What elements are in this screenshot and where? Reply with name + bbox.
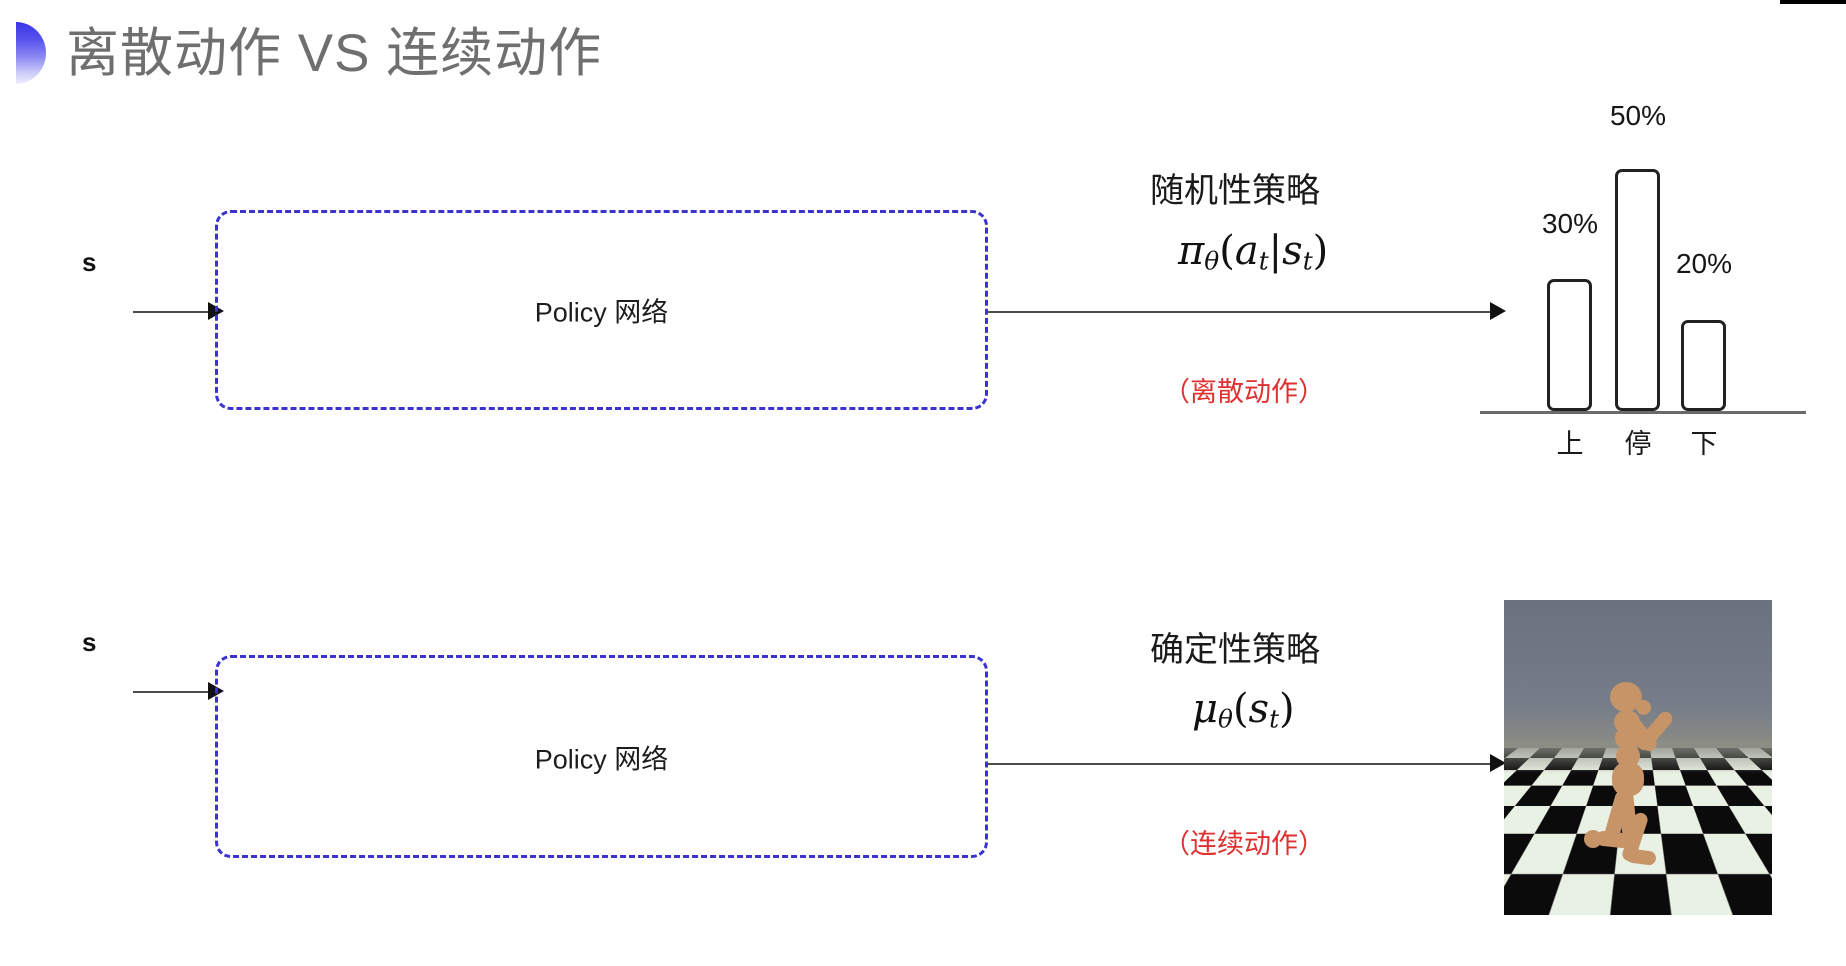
formula-close-paren-2: ) (1279, 686, 1295, 732)
title-accent-shape (16, 22, 46, 84)
policy-network-box-row1[interactable]: Policy 网络 (215, 210, 988, 410)
humanoid-foot-front (1625, 847, 1657, 867)
formula-subscript-theta: θ (1204, 246, 1220, 276)
formula-open-paren-2: ( (1232, 686, 1249, 732)
state-label-row1: s (82, 247, 97, 277)
policy-network-box-row2[interactable]: Policy 网络 (215, 655, 988, 858)
bar-value-down: 20% (1675, 248, 1733, 279)
formula-symbol-mu: μ (1192, 686, 1218, 732)
state-label-row2: s (82, 627, 97, 657)
formula-open-paren: ( (1219, 228, 1235, 274)
humanoid-foot-rear (1584, 830, 1602, 848)
bar-up (1547, 279, 1592, 411)
bar-category-up: 上 (1556, 429, 1584, 459)
stochastic-policy-formula: πθ(at|st) (1178, 228, 1328, 275)
chart-baseline-axis (1480, 411, 1806, 414)
output-arrow-line-row2 (988, 763, 1498, 765)
humanoid-fist (1636, 700, 1651, 715)
formula-arg-state: s (1282, 228, 1303, 274)
stochastic-policy-label: 随机性策略 (1150, 172, 1320, 210)
deterministic-policy-formula: μθ(st) (1192, 686, 1295, 733)
humanoid-simulation-image (1504, 600, 1772, 915)
bar-down (1681, 320, 1726, 411)
formula-close-paren: ) (1312, 228, 1329, 274)
action-probability-bar-chart: 30% 上 50% 停 20% 下 (1480, 100, 1810, 459)
formula-arg-state-subscript-2: t (1269, 704, 1280, 734)
humanoid-figure (1582, 682, 1712, 867)
bar-value-up: 30% (1541, 208, 1599, 239)
page-title: 离散动作 VS 连续动作 (66, 24, 603, 83)
output-arrow-head-row1 (1490, 302, 1506, 320)
discrete-action-note: （离散动作） (1163, 377, 1325, 407)
formula-subscript-theta-2: θ (1218, 704, 1233, 734)
formula-symbol-pi: π (1178, 228, 1205, 274)
deterministic-policy-label: 确定性策略 (1150, 631, 1320, 669)
policy-network-label-row2: Policy 网络 (534, 744, 669, 774)
formula-arg-action-subscript: t (1258, 246, 1269, 276)
bar-stop (1615, 169, 1660, 411)
output-arrow-line-row1 (988, 311, 1498, 313)
bar-category-stop: 停 (1624, 429, 1652, 459)
policy-network-label-row1: Policy 网络 (534, 297, 669, 328)
input-arrow-line-row1 (133, 311, 217, 313)
output-arrow-head-row2 (1490, 754, 1506, 772)
formula-conditional-bar: | (1268, 228, 1283, 274)
top-edge-strip (1780, 0, 1846, 4)
input-arrow-line-row2 (133, 691, 217, 693)
bar-category-down: 下 (1690, 429, 1718, 459)
formula-arg-state-subscript: t (1302, 246, 1313, 276)
bar-value-stop: 50% (1609, 100, 1667, 131)
continuous-action-note: （连续动作） (1163, 829, 1325, 859)
formula-arg-action: a (1234, 228, 1259, 274)
formula-arg-state-2: s (1248, 686, 1270, 732)
